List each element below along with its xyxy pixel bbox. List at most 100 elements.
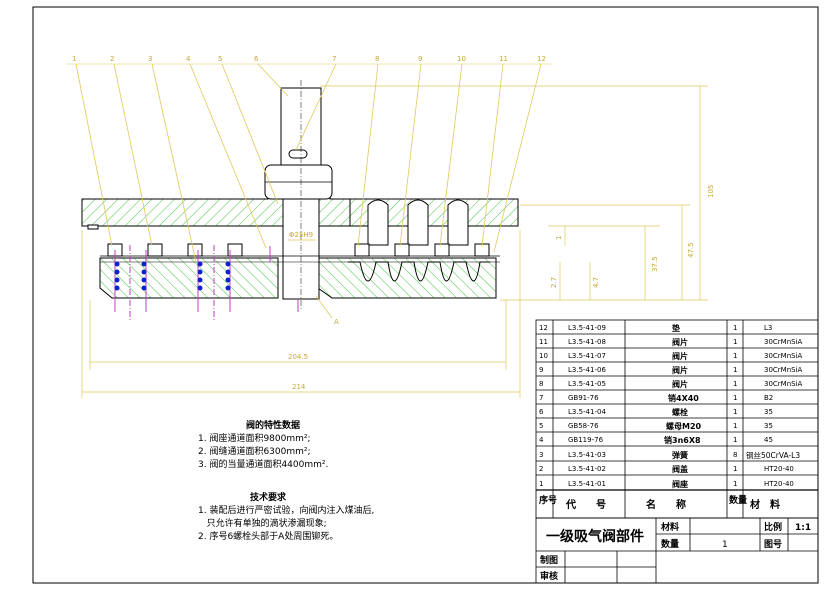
bom-no: 10	[539, 352, 548, 360]
bom-qty: 1	[733, 338, 737, 346]
requirements-line-3: 2. 序号6螺栓头部于A处周围铆死。	[198, 532, 339, 542]
dim-37-5: 37.5	[651, 256, 659, 272]
bom-name: 阀片	[672, 337, 688, 347]
header-material: 材 料	[750, 498, 780, 511]
bom-no: 8	[539, 380, 543, 388]
drawing-title: 一级吸气阀部件	[546, 528, 644, 545]
bom-no: 6	[539, 408, 544, 416]
valve-plate-fingers	[348, 199, 490, 282]
bom-code: L3.5-41-08	[568, 338, 606, 346]
dim-47-5: 47.5	[687, 242, 695, 258]
balloon-8: 8	[375, 55, 379, 63]
scale-label: 比例	[764, 521, 782, 533]
bom-qty: 1	[733, 408, 737, 416]
bom-qty: 8	[733, 451, 737, 459]
bom-material: HT20-40	[764, 465, 794, 473]
bom-material: L3	[764, 324, 772, 332]
scale-value: 1:1	[795, 523, 811, 533]
bom-name: 阀片	[672, 351, 688, 361]
bom-name: 销4X40	[668, 393, 699, 403]
dim-label-a: A	[334, 318, 339, 326]
dim-214: 214	[292, 383, 306, 391]
table-row: 8 L3.5-41-05 阀片 1 30CrMnSiA	[539, 379, 803, 389]
springs	[114, 245, 299, 320]
bom-qty: 1	[733, 352, 737, 360]
bom-name: 阀片	[672, 379, 688, 389]
dimension-texts: 204.5 214 Φ25H9 A 105 47.5 37.5 1 2.7 4.…	[288, 185, 715, 391]
characteristics-line-2: 2. 阀缝通道面积6300mm²;	[198, 447, 311, 457]
bom-material: 30CrMnSiA	[764, 380, 803, 388]
bom-qty: 1	[733, 422, 737, 430]
bom-code: L3.5-41-04	[568, 408, 606, 416]
bom-code: L3.5-41-06	[568, 366, 606, 374]
material-label: 材料	[660, 521, 679, 533]
balloon-4: 4	[186, 55, 191, 63]
table-row: 7 GB91-76 销4X40 1 B2	[539, 393, 773, 403]
balloon-2: 2	[110, 55, 114, 63]
characteristics-title: 阀的特性数据	[246, 421, 301, 431]
drawn-label: 制图	[540, 554, 558, 566]
bom-no: 12	[539, 324, 548, 332]
table-row: 2 L3.5-41-02 阀盖 1 HT20-40	[539, 464, 794, 474]
balloon-5: 5	[218, 55, 222, 63]
header-qty: 数量	[729, 494, 747, 506]
drawing-no-label: 图号	[764, 539, 782, 550]
characteristics-notes: 阀的特性数据 1. 阀座通道面积9800mm²; 2. 阀缝通道面积6300mm…	[198, 420, 328, 472]
table-row: 1 L3.5-41-01 阀座 1 HT20-40	[539, 479, 794, 489]
table-row: 11 L3.5-41-08 阀片 1 30CrMnSiA	[539, 337, 803, 347]
characteristics-line-3: 3. 阀的当量通道面积4400mm².	[198, 460, 329, 470]
bom-no: 5	[539, 422, 543, 430]
bom-material: 30CrMnSiA	[764, 366, 803, 374]
bom-name: 螺母M20	[666, 421, 702, 431]
balloon-labels: 1 2 3 4 5 6 7 8 9 10 11 12	[72, 55, 546, 63]
bom-name: 阀片	[672, 365, 688, 375]
table-row: 9 L3.5-41-06 阀片 1 30CrMnSiA	[539, 365, 803, 375]
bom-no: 3	[539, 451, 543, 459]
balloon-12: 12	[537, 55, 546, 63]
bom-material: 30CrMnSiA	[764, 338, 803, 346]
bom-no: 9	[539, 366, 543, 374]
balloon-11: 11	[499, 55, 508, 63]
bom-code: L3.5-41-01	[568, 480, 606, 488]
bom-qty: 1	[733, 480, 737, 488]
bom-name: 销3n6X8	[664, 435, 701, 445]
balloon-9: 9	[418, 55, 422, 63]
dim-204-5: 204.5	[288, 353, 308, 361]
bom-name: 阀座	[672, 479, 688, 489]
characteristics-line-1: 1. 阀座通道面积9800mm²;	[198, 434, 311, 444]
bom-qty: 1	[733, 465, 737, 473]
bom-no: 2	[539, 465, 543, 473]
header-no: 序号	[539, 494, 557, 506]
bom-qty: 1	[733, 436, 737, 444]
bom-code: L3.5-41-05	[568, 380, 606, 388]
bom-name: 弹簧	[672, 450, 688, 460]
bom-no: 4	[539, 436, 544, 444]
bom-material: B2	[764, 394, 773, 402]
table-row: 10 L3.5-41-07 阀片 1 30CrMnSiA	[539, 351, 803, 361]
requirements-line-2: 只允许有单独的滴状渗漏现象;	[198, 519, 327, 529]
bom-name: 螺栓	[672, 407, 688, 417]
bom-qty: 1	[733, 394, 737, 402]
valve-seat-section	[99, 257, 279, 299]
bom-no: 1	[539, 480, 543, 488]
bom-material: 30CrMnSiA	[764, 352, 803, 360]
requirements-title: 技术要求	[250, 493, 287, 503]
title-block-text: 一级吸气阀部件 材料 数量 1 比例 1:1 图号 制图 审核	[540, 521, 811, 582]
quantity-label: 数量	[661, 538, 679, 550]
dim-105: 105	[707, 185, 715, 198]
balloon-6: 6	[254, 55, 259, 63]
bom-name: 阀盖	[672, 464, 688, 474]
bill-of-materials	[535, 319, 819, 519]
table-row: 4 GB119-76 销3n6X8 1 45	[539, 435, 773, 445]
header-name: 名 称	[646, 498, 686, 511]
bom-qty: 1	[733, 366, 737, 374]
bom-code: L3.5-41-09	[568, 324, 606, 332]
dimension-lines	[81, 85, 708, 398]
bom-material: HT20-40	[764, 480, 794, 488]
title-block	[535, 517, 819, 584]
dim-phi25: Φ25H9	[289, 231, 313, 239]
table-row: 6 L3.5-41-04 螺栓 1 35	[539, 407, 773, 417]
dim-1: 1	[555, 236, 563, 240]
bom-code: L3.5-41-07	[568, 352, 606, 360]
